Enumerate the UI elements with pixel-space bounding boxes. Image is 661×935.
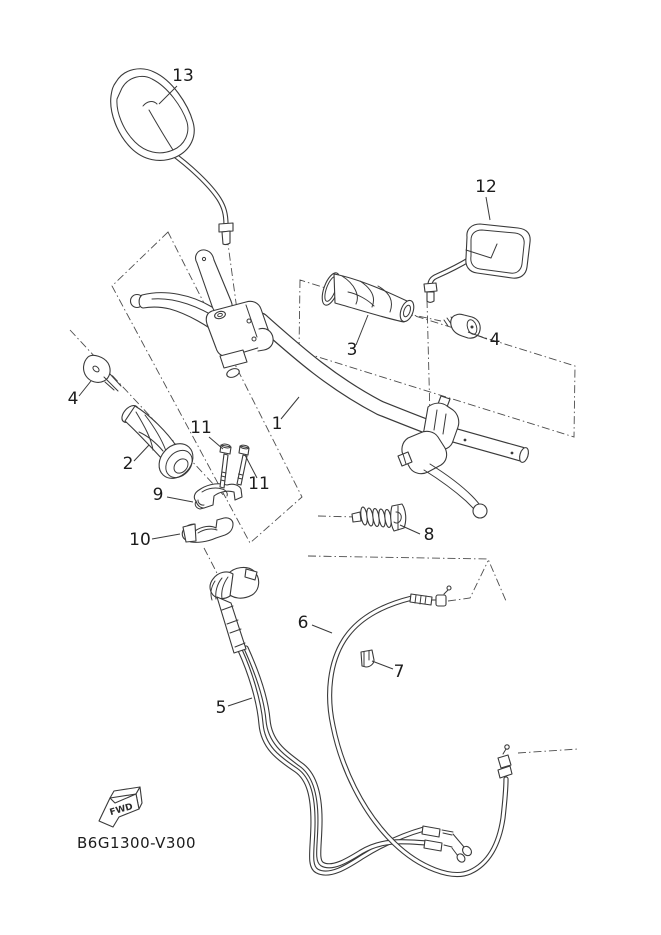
cable-clamp-drawing bbox=[360, 649, 375, 668]
lever-assembly-box bbox=[111, 231, 303, 544]
clutch-lever-ball bbox=[472, 503, 488, 519]
mirror-left-stem-collar bbox=[218, 222, 234, 233]
spring-axis bbox=[317, 515, 357, 518]
clutch-cable-upper-link bbox=[307, 555, 507, 602]
diagram-code: B6G1300-V300 bbox=[77, 834, 196, 852]
callout-labels: 1 2 3 4 4 5 6 7 8 9 10 11 11 12 13 bbox=[68, 66, 501, 718]
callout-bar-end-right: 4 bbox=[490, 330, 501, 350]
holder-upper-drawing bbox=[193, 483, 243, 510]
callout-grip-right: 3 bbox=[347, 340, 358, 360]
callout-grip-left: 2 bbox=[123, 454, 134, 474]
spring-drawing bbox=[351, 503, 407, 532]
throttle-cable-end-lower bbox=[423, 839, 443, 852]
clutch-cable-lower-link bbox=[517, 748, 579, 754]
grip-right-end-face bbox=[399, 299, 415, 323]
callout-mirror-left: 13 bbox=[172, 66, 194, 86]
callout-holder-lower: 10 bbox=[129, 530, 151, 550]
throttle-cable-nipple-upper bbox=[462, 845, 472, 857]
mirror-boss-hole bbox=[214, 310, 226, 320]
clutch-lever-blade bbox=[429, 463, 483, 509]
clutch-cable-nipple-lower bbox=[504, 744, 510, 750]
callout-screw-rear: 11 bbox=[248, 474, 270, 494]
mirror-right-axis bbox=[426, 299, 431, 418]
holder-housing-axis bbox=[203, 547, 220, 578]
bar-end-left-drawing bbox=[83, 354, 122, 392]
screw-rear-drawing bbox=[236, 444, 250, 486]
throttle-cable-nipple-lower bbox=[456, 853, 466, 863]
bar-end-right-drawing bbox=[443, 313, 481, 339]
callout-screw-front: 11 bbox=[190, 418, 212, 438]
fwd-arrow: FWD bbox=[98, 786, 143, 828]
mirror-left-axis bbox=[224, 221, 238, 311]
callout-clamp: 7 bbox=[394, 662, 405, 682]
mirror-right-head bbox=[465, 223, 531, 279]
mirror-right-stem-collar bbox=[423, 282, 438, 293]
master-cylinder-drawing bbox=[129, 249, 274, 378]
throttle-cable-drawing bbox=[209, 566, 472, 876]
callout-bar-end-left: 4 bbox=[68, 389, 79, 409]
clutch-cable-nipple-upper bbox=[435, 594, 447, 607]
mirror-left-drawing bbox=[110, 68, 234, 246]
callout-mirror-right: 12 bbox=[475, 177, 497, 197]
screw-front-drawing bbox=[219, 443, 232, 489]
grip-left-drawing bbox=[121, 405, 194, 479]
grip-right-drawing bbox=[321, 272, 415, 323]
callout-handlebar: 1 bbox=[272, 414, 283, 434]
callout-spring: 8 bbox=[424, 525, 435, 545]
clutch-cable-end-lower bbox=[497, 765, 513, 779]
callout-throttle-cable: 5 bbox=[216, 698, 227, 718]
clutch-cable-nipple-link bbox=[447, 560, 489, 602]
grip-group-box bbox=[298, 279, 576, 438]
callout-clutch-cable: 6 bbox=[298, 613, 309, 633]
holder-lower-drawing bbox=[181, 517, 234, 543]
leader-lines bbox=[78, 85, 491, 707]
callout-holder-upper: 9 bbox=[153, 485, 164, 505]
grip-left-flange bbox=[158, 443, 194, 479]
handlebar-punch-mark bbox=[510, 451, 514, 455]
construction-lines bbox=[69, 221, 579, 754]
clutch-cable-drawing bbox=[327, 585, 513, 878]
handlebar-end-face bbox=[519, 447, 529, 463]
throttle-cable-end-upper bbox=[421, 825, 441, 838]
mirror-right-drawing bbox=[423, 223, 531, 304]
clutch-holder-drawing bbox=[397, 395, 488, 519]
handlebar-punch-mark bbox=[463, 438, 467, 442]
handlebar-drawing bbox=[253, 312, 529, 463]
